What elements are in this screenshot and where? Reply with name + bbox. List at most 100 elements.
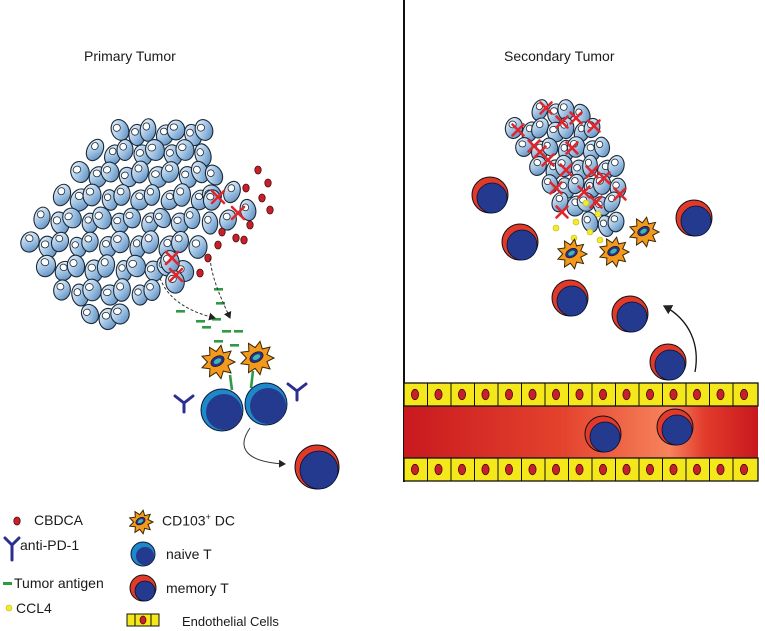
cbdca-dot — [196, 268, 204, 278]
tumor-cell — [557, 99, 575, 121]
memory-t-cell — [501, 223, 539, 261]
endothelial-cell — [638, 458, 655, 481]
tumor-cell — [607, 155, 625, 177]
endothelial-cell — [497, 458, 513, 481]
extravasation-arrow — [662, 305, 697, 373]
tumor-cell — [172, 183, 192, 207]
tumor-cell — [52, 183, 72, 207]
endothelial-cell — [521, 458, 537, 481]
tumor-cell — [140, 230, 160, 254]
tumor-cell — [70, 160, 90, 184]
cbdca-dot — [218, 227, 226, 237]
antigen-presentation — [228, 374, 234, 391]
tumor-cell — [166, 119, 186, 141]
tumor-cell — [529, 156, 547, 176]
endothelial-cell — [544, 383, 561, 406]
anti-pd1-antibody — [286, 382, 308, 402]
legend-anti-pd1-label: anti-PD-1 — [20, 537, 80, 553]
tumor-cell — [110, 230, 130, 254]
tumor-cell — [194, 143, 212, 167]
tumor-cell — [50, 231, 70, 253]
kill-mark — [555, 205, 569, 219]
cbdca-dot — [264, 178, 272, 188]
tumor-cell — [223, 180, 241, 204]
ccl4-dot — [552, 224, 560, 232]
tumor-cell — [504, 116, 524, 140]
endothelial-cell — [497, 383, 513, 406]
kill-mark — [589, 195, 603, 209]
kill-mark — [559, 163, 573, 177]
endothelial-cell — [403, 383, 419, 406]
primary-memory-t-cell — [294, 444, 340, 490]
tumor-cell — [152, 207, 172, 229]
endothelial-cell — [544, 458, 561, 481]
kill-mark — [613, 187, 627, 201]
naive-t-cell — [200, 388, 244, 432]
primary-dendritic-cells — [200, 340, 276, 391]
memory-t-cell — [551, 279, 589, 317]
endothelial-cell — [568, 383, 584, 406]
cbdca-dot — [214, 240, 222, 250]
naive-t-cell — [244, 382, 288, 426]
kill-mark — [230, 205, 246, 221]
tumor-cell — [581, 211, 599, 233]
secondary-memory-t-cells — [471, 176, 713, 381]
secondary-dendritic-cells — [556, 216, 661, 270]
tumor-cell — [175, 139, 195, 161]
tumor-cell — [33, 206, 51, 230]
endothelial-cell — [732, 383, 749, 406]
tumor-cell — [143, 278, 161, 302]
kill-mark — [549, 181, 563, 195]
anti-pd1-antibody — [173, 394, 195, 414]
legend-naive-t-label: naive T — [166, 546, 212, 562]
tumor-cell — [20, 231, 40, 253]
endothelial-cell — [732, 458, 749, 481]
primary-tumor-title: Primary Tumor — [84, 48, 176, 64]
ccl4-dot — [596, 236, 604, 244]
legend-anti-pd1-icon — [3, 536, 21, 562]
endothelial-cell — [662, 383, 678, 406]
tumor-cell — [170, 230, 190, 254]
memory-t-cell — [675, 199, 713, 237]
endothelial-cell — [521, 383, 537, 406]
endothelial-cell — [709, 383, 725, 406]
vessel-lumen — [404, 406, 758, 458]
tumor-cell — [131, 160, 149, 184]
ccl4-dot — [594, 210, 602, 218]
kill-mark — [539, 101, 553, 115]
naive-t-cell — [130, 541, 156, 567]
tumor-antigen — [222, 330, 231, 333]
tumor-cell — [38, 235, 58, 259]
secondary-tumor-title: Secondary Tumor — [504, 48, 615, 64]
tumor-cell — [139, 118, 157, 142]
endothelial-cell — [685, 458, 702, 481]
tumor-cell — [81, 231, 99, 253]
primary-kill-marks — [164, 189, 246, 283]
secondary-kill-marks — [511, 101, 627, 219]
kill-mark — [533, 145, 547, 159]
cbdca-dot — [258, 193, 266, 203]
ccl4-dot — [5, 604, 13, 612]
memory-t-cell — [649, 343, 687, 381]
dendritic-cell — [200, 344, 237, 380]
tumor-cell — [607, 211, 625, 233]
primary-tumor-cluster — [20, 118, 257, 331]
antigen-presentation — [249, 370, 255, 389]
primary-cbdca-dots — [196, 165, 274, 278]
tumor-cell — [116, 138, 134, 162]
endothelial-cell — [474, 383, 490, 406]
tumor-cell — [194, 119, 214, 141]
tumor-antigen — [202, 326, 211, 329]
tumor-cell — [113, 184, 131, 206]
endothelial-cell — [662, 458, 678, 481]
kill-mark — [511, 123, 525, 137]
tumor-cell — [110, 303, 130, 325]
endothelial-cell — [709, 458, 725, 481]
tumor-cell — [35, 254, 57, 278]
antigen-flow-arrow-2 — [209, 257, 232, 319]
tumor-cell — [125, 254, 147, 278]
legend-endothelial-label: Endothelial Cells — [182, 614, 279, 629]
tumor-cell — [160, 161, 180, 183]
endothelial-cell — [427, 383, 443, 406]
endothelial-cell — [427, 458, 443, 481]
